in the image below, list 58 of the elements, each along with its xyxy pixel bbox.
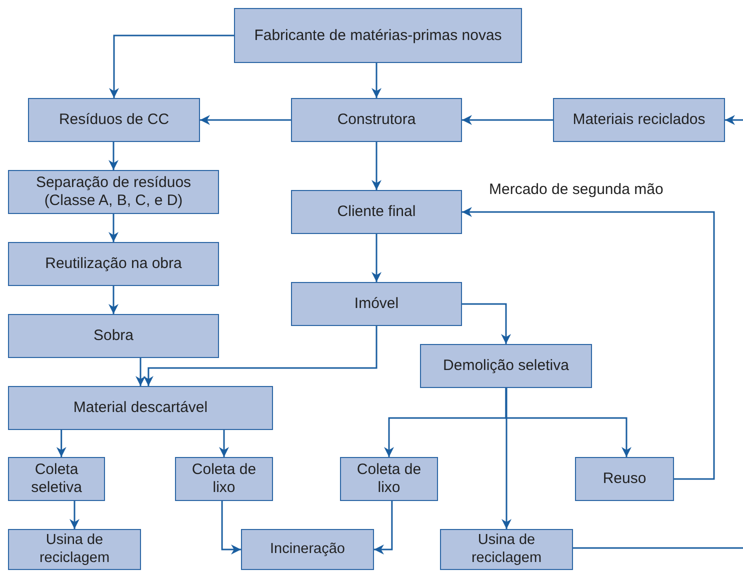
box-label: Material descartável	[73, 399, 208, 417]
process-box	[8, 170, 219, 214]
arrow	[502, 388, 512, 529]
arrow	[374, 501, 393, 554]
arrow	[221, 501, 241, 554]
process-box	[553, 98, 725, 142]
box-label: Separação de resíduos (Classe A, B, C, e D)	[34, 174, 192, 210]
arrow	[372, 234, 382, 282]
arrow	[108, 142, 118, 170]
arrow	[200, 115, 291, 125]
process-box	[340, 457, 438, 501]
process-box	[8, 386, 273, 430]
arrow	[505, 388, 632, 457]
process-box	[234, 8, 522, 63]
arrow	[136, 358, 146, 386]
box-label: Fabricante de matérias-primas novas	[254, 26, 502, 44]
box-label: Coleta de lixo	[356, 461, 422, 497]
process-box	[420, 344, 592, 388]
arrow	[372, 142, 382, 190]
process-box	[175, 457, 273, 501]
box-label: Resíduos de CC	[58, 111, 170, 129]
box-label: Coleta seletiva	[30, 461, 83, 497]
box-label: Materiais reciclados	[572, 111, 706, 129]
box-label: Reutilização na obra	[45, 255, 182, 273]
box-label: Usina de reciclagem	[470, 532, 543, 567]
box-label: Coleta de lixo	[190, 461, 258, 497]
arrow	[372, 63, 382, 98]
arrow	[70, 501, 80, 529]
process-box	[8, 457, 105, 501]
box-label: Construtora	[337, 111, 416, 129]
box-label: Usina de reciclagem	[38, 532, 111, 567]
box-label: Reuso	[602, 470, 646, 488]
arrow	[143, 326, 378, 386]
process-box	[291, 190, 462, 234]
arrow	[109, 34, 234, 98]
arrow	[56, 430, 66, 457]
process-box	[8, 529, 141, 570]
process-box	[575, 457, 674, 501]
arrow	[108, 214, 118, 242]
process-box	[291, 282, 462, 326]
box-label: Incineração	[270, 540, 345, 558]
box-label: Imóvel	[354, 295, 399, 313]
process-box	[440, 529, 573, 570]
box-label: Sobra	[93, 327, 134, 345]
process-box	[8, 314, 219, 358]
arrow	[462, 115, 553, 125]
box-label: Demolição seletiva	[443, 357, 569, 375]
arrow	[462, 303, 511, 344]
arrow	[219, 430, 229, 457]
process-box	[241, 529, 374, 570]
edge-label: Mercado de segunda mão	[487, 182, 666, 197]
process-box	[8, 242, 219, 286]
arrow	[462, 207, 715, 480]
box-label: Cliente final	[337, 203, 416, 221]
arrow	[108, 286, 118, 314]
process-box	[28, 98, 200, 142]
arrow	[725, 115, 743, 125]
process-box	[291, 98, 462, 142]
